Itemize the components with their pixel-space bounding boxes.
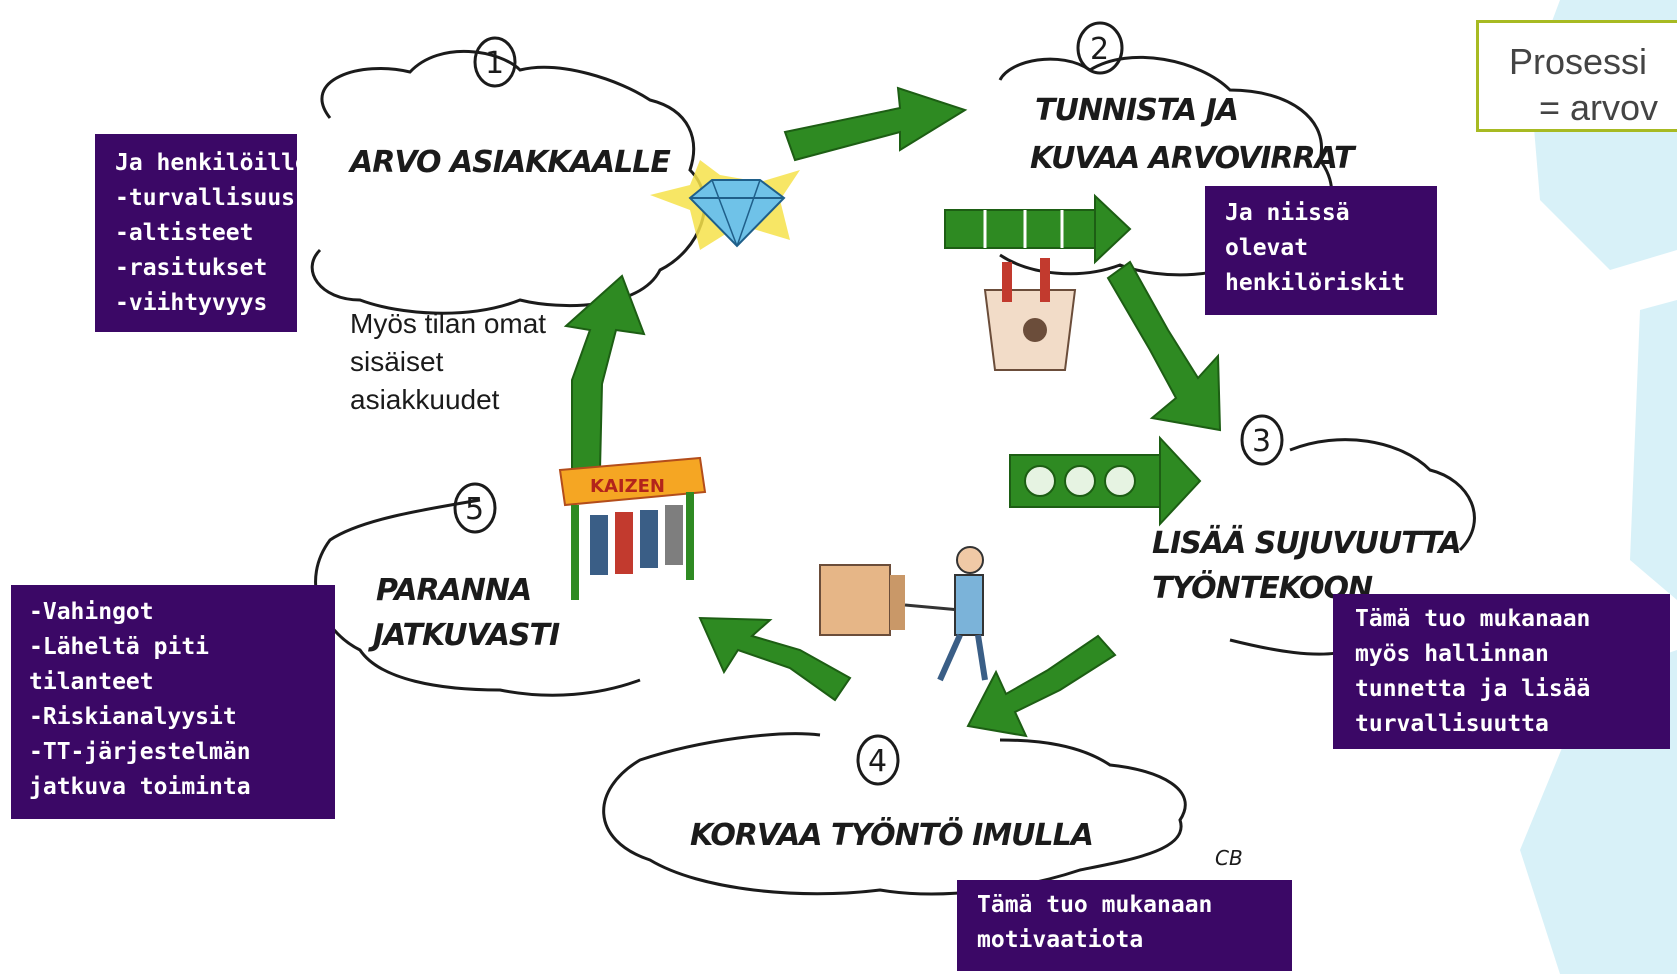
value-stream-illustration [944,193,1132,371]
risks-box-line-3: henkilöriskit [1225,270,1406,296]
kaizen-banner-illustration: KAIZEN [558,456,707,600]
step-3-label-line-1: LISÄÄ SUJUVUUTTA [1152,525,1461,561]
control-box-line-3: tunnetta ja lisää [1355,676,1591,702]
arrow-4-to-5 [698,616,852,702]
step-4-label: KORVAA TYÖNTÖ IMULLA [690,816,1093,853]
title-line-1: Prosessi [1509,41,1648,82]
artist-initials: CB [1215,846,1243,870]
cloud-step-5 [314,498,641,697]
persons-box-line-3: -altisteet [115,220,254,246]
title-line-2: = arvov [1539,87,1659,128]
svg-text:3: 3 [1252,424,1271,459]
step-number-5: 5 [453,482,497,534]
damages-box-line-5: -TT-järjestelmän [29,739,251,765]
damages-box-line-4: -Riskianalyysit [29,704,237,730]
control-box-line-2: myös hallinnan [1355,641,1549,667]
motivation-box-line-2: motivaatiota [977,927,1144,953]
risks-box-line-2: olevat [1225,235,1309,261]
step-number-1: 1 [473,36,517,88]
step-5-label-line-1: PARANNA [376,573,531,608]
motivation-box-line-1: Tämä tuo mukanaan [977,892,1213,918]
step-number-2: 2 [1076,21,1124,75]
control-box: Tämä tuo mukanaan myös hallinnan tunnett… [1333,594,1670,749]
cloud-step-2 [998,55,1334,277]
svg-text:5: 5 [465,492,484,527]
control-box-line-1: Tämä tuo mukanaan [1355,606,1591,632]
internal-customers-note: Myös tilan omat sisäiset asiakkuudet [350,305,546,419]
diamond-illustration [650,160,800,250]
arrow-1-to-2 [783,86,968,162]
damages-box-line-6: jatkuva toiminta [29,774,251,800]
step-5-label-line-2: JATKUVASTI [368,618,560,653]
step-2-label-line-2: KUVAA ARVOVIRRAT [1030,141,1357,176]
decor-hexagon-mid [1630,300,1677,600]
damages-box-line-2: -Läheltä piti [29,634,210,660]
control-box-line-4: turvallisuutta [1355,711,1549,737]
persons-box: Ja henkilöille -turvallisuus -altisteet … [95,134,309,332]
persons-box-line-1: Ja henkilöille [115,150,309,176]
persons-box-line-2: -turvallisuus [115,185,296,211]
motivation-box: Tämä tuo mukanaan motivaatiota [957,880,1292,971]
step-2-label-line-1: TUNNISTA JA [1035,93,1238,128]
step-1-label: ARVO ASIAKKAALLE [348,145,671,180]
persons-box-line-4: -rasitukset [115,255,268,281]
damages-box-line-3: tilanteet [29,669,154,695]
svg-text:4: 4 [868,744,887,779]
flow-gears-illustration [1009,435,1202,527]
arrow-2-to-3 [1106,260,1222,432]
step-number-3: 3 [1240,414,1284,466]
damages-box: -Vahingot -Läheltä piti tilanteet -Riski… [11,585,335,819]
risks-box-line-1: Ja niissä [1225,200,1350,226]
svg-text:1: 1 [485,46,504,81]
arrow-5-to-1 [563,274,646,471]
cloud-step-1 [310,50,706,315]
note-line-2: sisäiset [350,346,444,377]
damages-box-line-1: -Vahingot [29,599,154,625]
cloud-step-4 [602,732,1187,896]
svg-text:KAIZEN: KAIZEN [590,476,665,497]
svg-text:2: 2 [1090,32,1109,67]
persons-box-line-5: -viihtyvyys [115,290,268,316]
pulling-worker-illustration [819,546,988,682]
risks-box: Ja niissä olevat henkilöriskit [1205,186,1437,315]
step-number-4: 4 [856,734,900,786]
note-line-1: Myös tilan omat [350,308,547,339]
title-box: Prosessi = arvov [1476,20,1677,132]
arrow-3-to-4 [966,634,1117,738]
note-line-3: asiakkuudet [350,384,500,415]
